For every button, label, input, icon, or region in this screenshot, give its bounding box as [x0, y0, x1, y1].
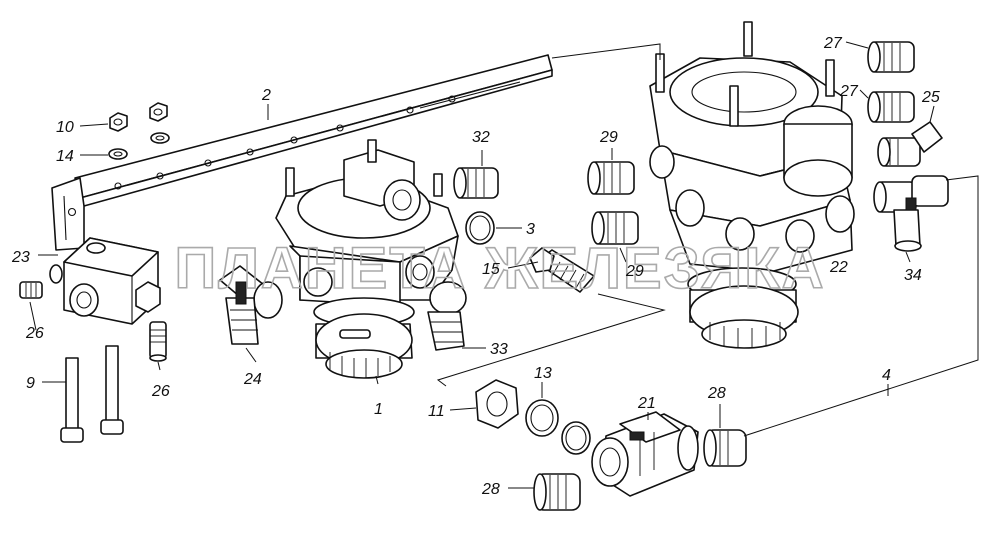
label-4: 4 [882, 367, 891, 384]
label-33: 33 [490, 341, 508, 358]
fitting-29-lower [591, 211, 639, 245]
label-3: 3 [526, 221, 535, 238]
banjo-tee-21 [591, 411, 699, 497]
label-11: 11 [428, 403, 445, 420]
bracket-strip [51, 54, 553, 251]
fitting-27-upper [867, 41, 915, 73]
washer-14 [108, 148, 128, 160]
label-10: 10 [56, 119, 74, 136]
label-28-right: 28 [707, 385, 726, 402]
fitting-29-upper [587, 161, 635, 195]
valve-1 [275, 139, 459, 379]
label-9: 9 [26, 375, 35, 392]
fitting-15 [529, 247, 595, 293]
label-28-left: 28 [481, 481, 500, 498]
o-ring-3 [465, 211, 495, 245]
nut-11 [475, 379, 519, 429]
label-1: 1 [374, 401, 383, 418]
fitting-27-lower [867, 91, 915, 123]
plug-26-bottom [149, 321, 167, 362]
label-13: 13 [534, 365, 552, 382]
fitting-28-left [533, 473, 581, 511]
label-32: 32 [472, 129, 490, 146]
label-27-lower: 27 [839, 83, 859, 100]
label-26-bottom: 26 [151, 383, 170, 400]
label-27-upper: 27 [823, 35, 843, 52]
nut-upper [149, 102, 170, 144]
label-29-lower: 29 [625, 263, 644, 280]
washers-13 [525, 399, 591, 455]
tee-block-23 [49, 237, 161, 325]
bolts-9 [60, 345, 124, 443]
leader-lines [29, 41, 979, 489]
label-14: 14 [56, 148, 74, 165]
label-34: 34 [904, 267, 922, 284]
tee-fitting-34 [873, 175, 949, 252]
label-15: 15 [482, 261, 500, 278]
label-2: 2 [261, 87, 271, 104]
watermark-text: ПЛАНЕТА ЖЕЛЕЗЯКА [175, 236, 826, 301]
label-24: 24 [243, 371, 262, 388]
elbow-fitting-25 [877, 121, 943, 167]
elbow-fitting-33 [427, 281, 467, 351]
label-21: 21 [637, 395, 656, 412]
fitting-28-right [703, 429, 747, 467]
label-22: 22 [829, 259, 848, 276]
fitting-32 [453, 167, 499, 199]
label-23: 23 [11, 249, 30, 266]
callout-labels: 2 10 14 23 26 26 9 24 1 33 32 3 15 29 29… [11, 35, 940, 498]
label-29-upper: 29 [599, 129, 618, 146]
nut-10 [109, 112, 128, 132]
label-26-left: 26 [25, 325, 44, 342]
elbow-fitting-24 [219, 265, 283, 345]
valve-22 [649, 21, 855, 349]
plug-26-left [19, 281, 43, 299]
label-25: 25 [921, 89, 940, 106]
